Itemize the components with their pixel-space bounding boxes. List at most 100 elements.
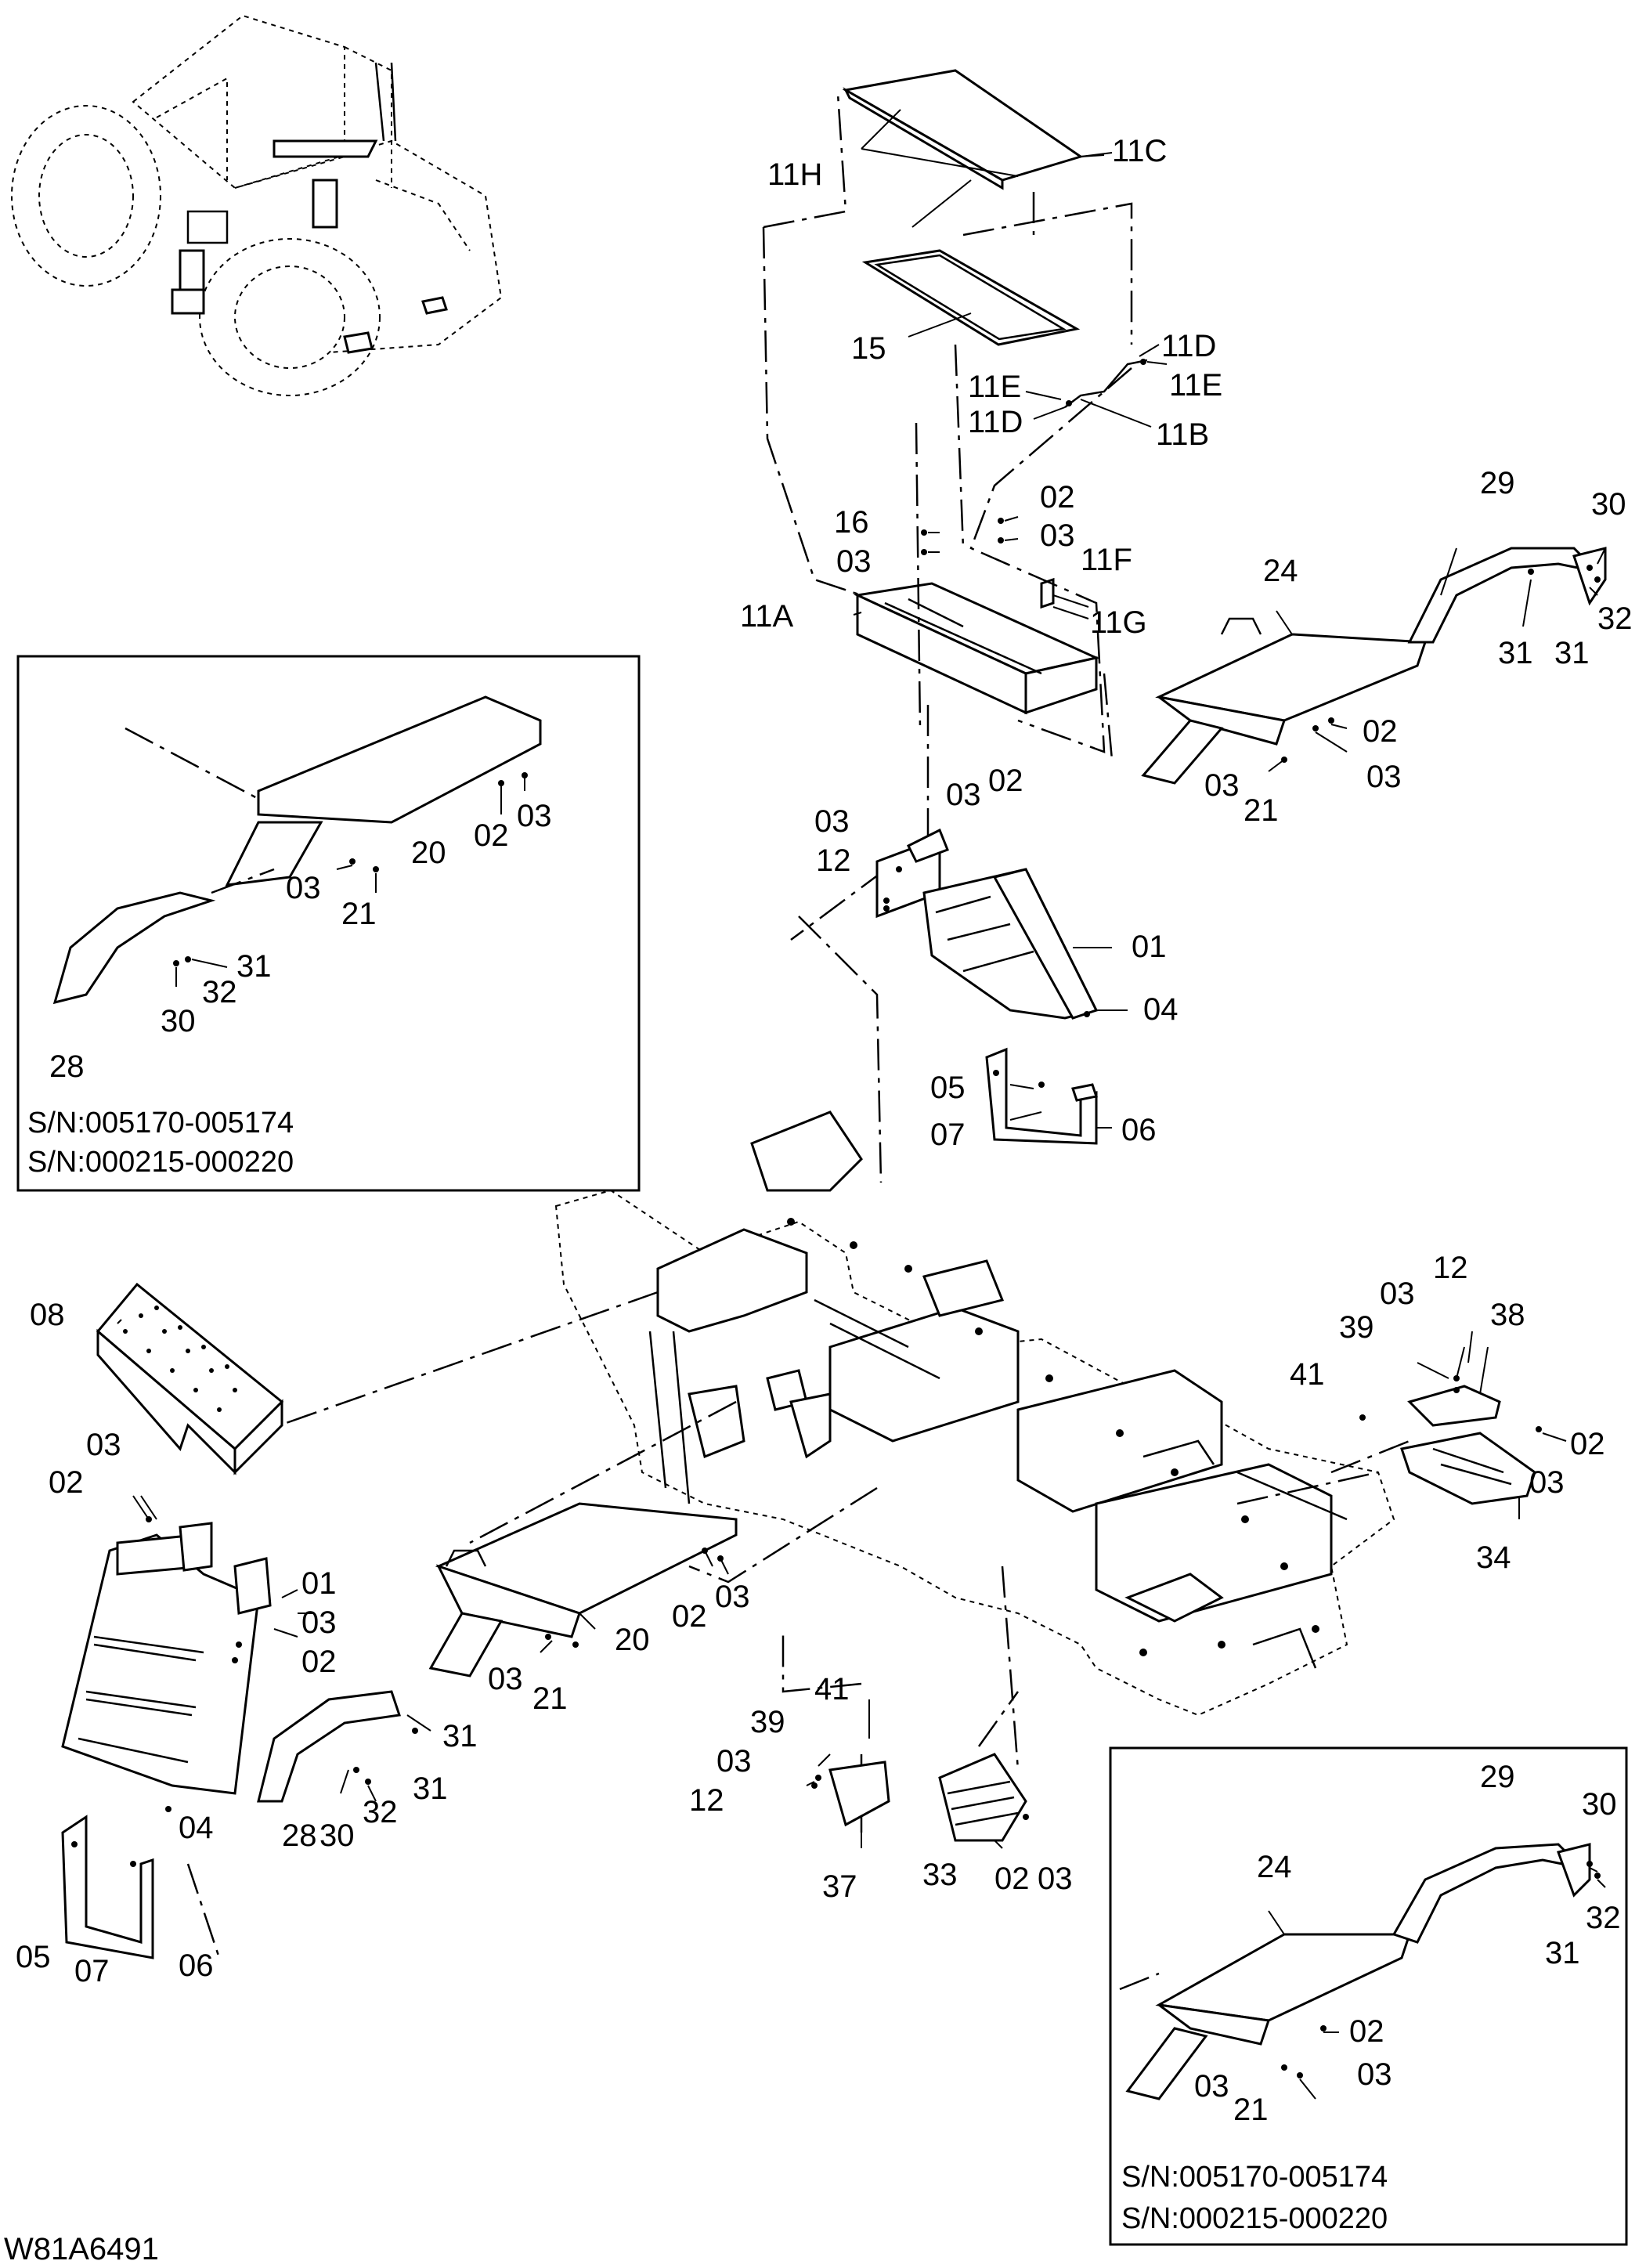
inset-left [16, 655, 641, 1192]
label-01: 01 [1132, 930, 1167, 964]
label-30: 30 [1591, 487, 1626, 522]
label-29: 29 [1480, 466, 1515, 500]
label-41: 41 [1290, 1357, 1325, 1392]
label-03: 03 [717, 1744, 752, 1779]
label-30: 30 [161, 1004, 196, 1038]
machine-overview [11, 14, 503, 396]
label-11e: 11E [1169, 368, 1222, 403]
bracket-06-lower [61, 1815, 154, 1959]
label-03: 03 [1366, 760, 1402, 794]
label-03: 03 [1194, 2069, 1229, 2104]
label-03: 03 [1380, 1277, 1415, 1311]
label-21: 21 [532, 1681, 568, 1716]
label-03: 03 [946, 778, 981, 812]
label-02: 02 [49, 1465, 84, 1500]
label-05: 05 [930, 1071, 966, 1105]
label-21: 21 [1244, 793, 1279, 828]
step-37-33 [811, 1753, 1029, 1842]
assembly-lines-lower [139, 1291, 1410, 1959]
label-02: 02 [1349, 2014, 1384, 2049]
gasket-15 [861, 249, 1081, 346]
label-11c: 11C [1112, 134, 1167, 168]
label-11d: 11D [1161, 329, 1216, 363]
label-11d: 11D [968, 405, 1023, 439]
label-03: 03 [1040, 518, 1075, 553]
label-11b: 11B [1156, 417, 1209, 452]
bracket-06-upper [985, 1047, 1098, 1145]
label-03: 03 [1204, 768, 1240, 803]
label-03: 03 [301, 1605, 337, 1640]
label-30: 30 [1582, 1787, 1617, 1822]
label-32: 32 [202, 975, 237, 1009]
label-33: 33 [922, 1858, 958, 1892]
label-03: 03 [814, 804, 850, 839]
label-20: 20 [411, 836, 446, 870]
label-28: 28 [282, 1818, 317, 1853]
label-02: 02 [1570, 1427, 1605, 1461]
step-01-upper [875, 828, 1099, 1020]
label-06: 06 [179, 1948, 214, 1983]
label-24: 24 [1263, 554, 1298, 588]
assembly-lines-upper [762, 93, 1133, 1183]
label-20: 20 [615, 1623, 650, 1657]
label-31: 31 [413, 1771, 448, 1806]
label-03: 03 [86, 1428, 121, 1462]
label-39: 39 [1339, 1310, 1374, 1345]
label-21: 21 [1233, 2093, 1269, 2127]
label-02: 02 [994, 1862, 1030, 1896]
serial-range: S/N:000215-000220 [27, 1146, 294, 1179]
label-41: 41 [814, 1672, 850, 1706]
label-15: 15 [851, 331, 886, 366]
label-03: 03 [715, 1580, 750, 1614]
label-39: 39 [750, 1705, 785, 1739]
label-02: 02 [474, 818, 509, 853]
label-03: 03 [1529, 1465, 1565, 1500]
label-37: 37 [822, 1869, 857, 1904]
serial-range: S/N:005170-005174 [27, 1107, 294, 1139]
label-31: 31 [1498, 636, 1533, 670]
label-32: 32 [363, 1795, 398, 1829]
label-31: 31 [442, 1719, 478, 1753]
label-34: 34 [1476, 1540, 1511, 1575]
label-32: 32 [1597, 601, 1633, 636]
fender-24-upper [1141, 547, 1607, 785]
label-29: 29 [1480, 1760, 1515, 1794]
label-03: 03 [286, 871, 321, 905]
label-03: 03 [1038, 1862, 1073, 1896]
part-labels: 11H 11C 15 11D 11E 11E 11D 11B 16 03 02 … [4, 134, 1633, 2266]
label-04: 04 [179, 1811, 214, 1845]
label-11f: 11F [1081, 543, 1132, 577]
leader-lines [132, 154, 1606, 2100]
label-03: 03 [836, 544, 872, 579]
label-02: 02 [301, 1645, 337, 1679]
label-11e: 11E [968, 370, 1021, 404]
label-11h: 11H [767, 157, 822, 192]
serial-range: S/N:005170-005174 [1121, 2161, 1388, 2194]
fender-20-lower [257, 1502, 738, 1803]
label-02: 02 [1363, 714, 1398, 749]
label-31: 31 [1545, 1936, 1580, 1970]
label-12: 12 [816, 843, 851, 878]
label-24: 24 [1257, 1850, 1292, 1884]
toolbox-11a [853, 518, 1100, 715]
label-12: 12 [1433, 1251, 1468, 1285]
cover-11c [842, 69, 1113, 190]
label-03: 03 [517, 799, 552, 833]
serial-range: S/N:000215-000220 [1121, 2202, 1388, 2235]
step-38-34 [1359, 1375, 1542, 1505]
inset-right [1109, 1746, 1628, 2246]
label-02: 02 [672, 1599, 707, 1634]
label-31: 31 [1554, 636, 1590, 670]
main-frame [554, 1111, 1395, 1717]
label-03: 03 [488, 1662, 523, 1696]
label-04: 04 [1143, 992, 1179, 1027]
label-28: 28 [49, 1049, 85, 1084]
label-12: 12 [689, 1783, 724, 1818]
label-38: 38 [1490, 1298, 1525, 1332]
label-07: 07 [74, 1954, 110, 1988]
step-plate-08 [96, 1282, 284, 1475]
drawing-code: W81A6491 [4, 2232, 159, 2266]
label-02: 02 [988, 764, 1023, 798]
label-05: 05 [16, 1940, 51, 1974]
